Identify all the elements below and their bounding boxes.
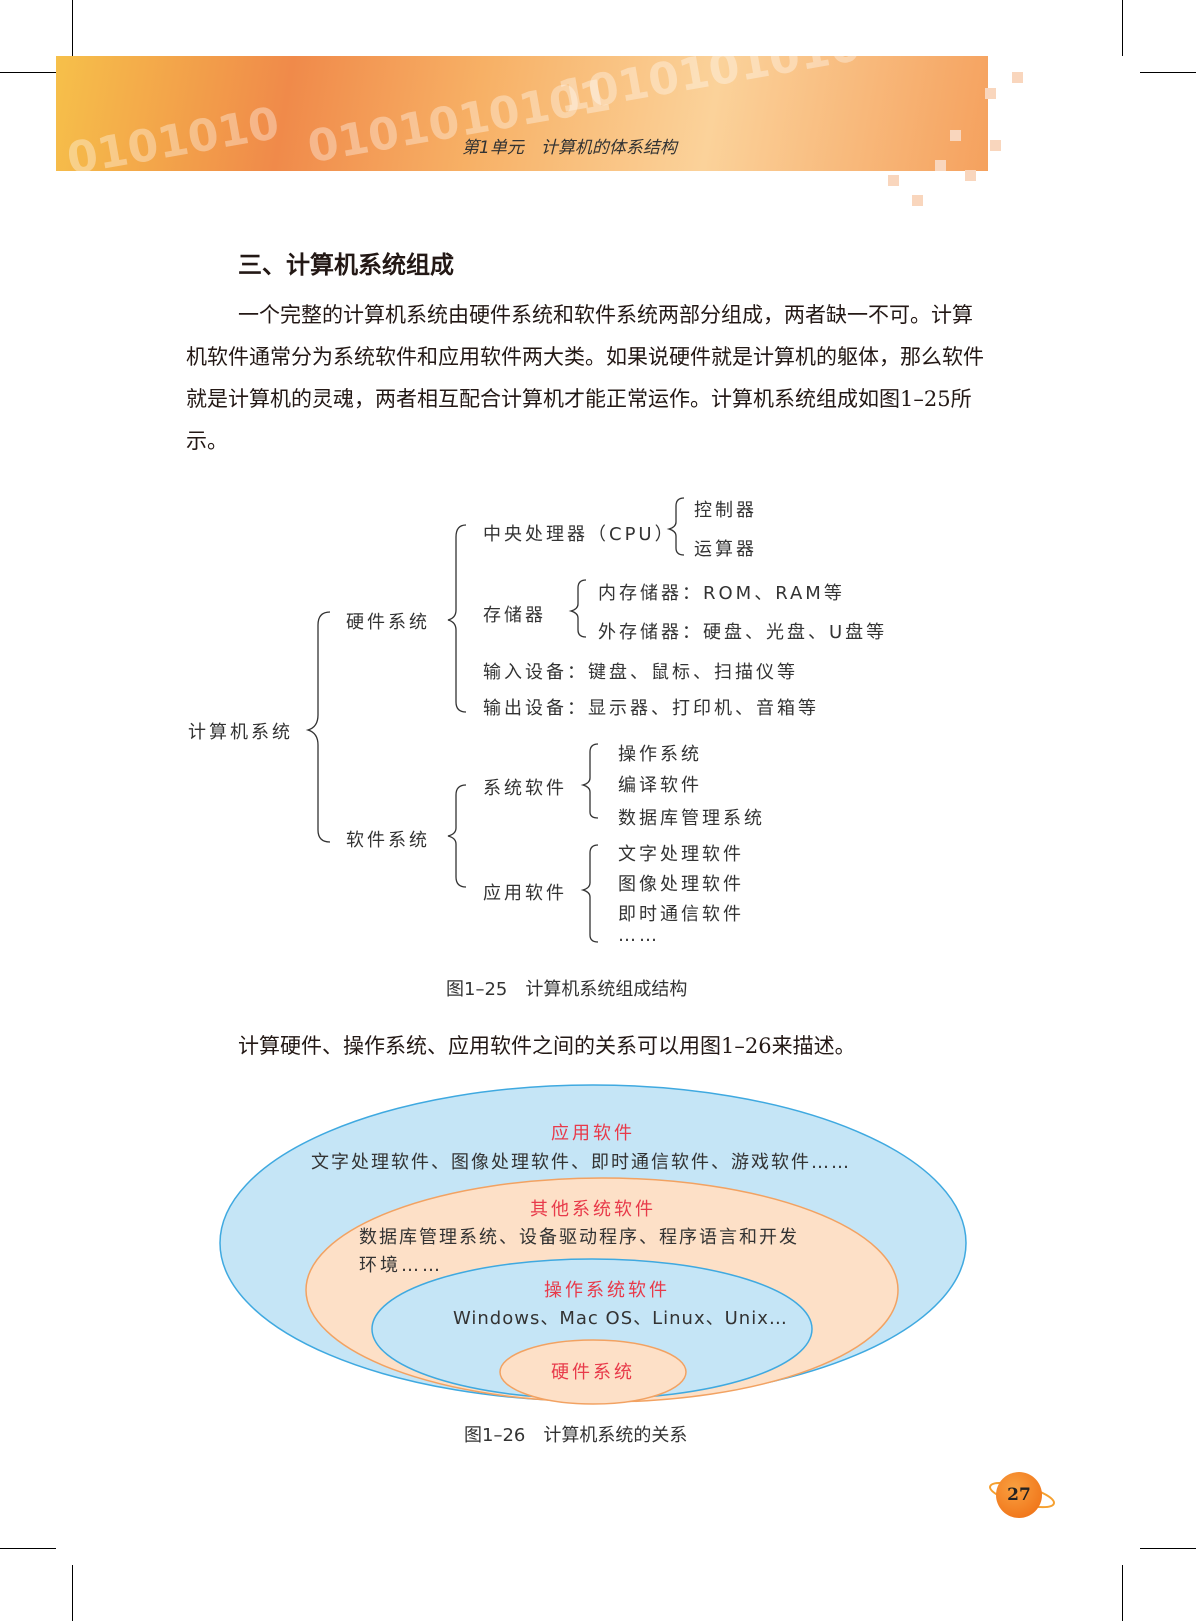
tree-os: 操作系统 — [618, 744, 702, 765]
tree-compiler: 编译软件 — [618, 775, 702, 796]
tree-word: 文字处理软件 — [618, 844, 744, 865]
layer-os-title: 操作系统软件 — [544, 1280, 670, 1301]
body-paragraph: 一个完整的计算机系统由硬件系统和软件系统两部分组成，两者缺一不可。计算机软件通常… — [186, 303, 984, 453]
tree-system-sw: 系统软件 — [483, 778, 567, 799]
layer-app-title: 应用软件 — [551, 1123, 635, 1144]
tree-internal: 内存储器：ROM、RAM等 — [598, 583, 845, 604]
tree-image: 图像处理软件 — [618, 874, 744, 895]
tree-app-sw: 应用软件 — [483, 883, 567, 904]
tree-dbms: 数据库管理系统 — [618, 808, 765, 829]
tree-input: 输入设备：键盘、鼠标、扫描仪等 — [483, 662, 798, 683]
layer-other-desc-cont: 环境…… — [359, 1255, 443, 1276]
tree-software: 软件系统 — [346, 830, 430, 851]
tree-output: 输出设备：显示器、打印机、音箱等 — [483, 698, 819, 719]
tree-cpu: 中央处理器（CPU） — [483, 524, 676, 545]
layer-app-desc: 文字处理软件、图像处理软件、即时通信软件、游戏软件…… — [311, 1152, 851, 1173]
tree-alu: 运算器 — [694, 539, 757, 560]
layer-other-title: 其他系统软件 — [530, 1199, 656, 1220]
figure-caption-1-26: 图1–26 计算机系统的关系 — [464, 1425, 688, 1446]
tree-external: 外存储器：硬盘、光盘、U盘等 — [598, 622, 888, 643]
header-banner: 0101010 0101010101 1010101010 — [56, 56, 988, 171]
tree-hardware: 硬件系统 — [346, 612, 430, 633]
tree-controller: 控制器 — [694, 500, 757, 521]
layer-os-desc: Windows、Mac OS、Linux、Unix… — [453, 1308, 788, 1329]
layer-other-desc: 数据库管理系统、设备驱动程序、程序语言和开发 — [359, 1227, 799, 1248]
ellipse-hardware — [499, 1339, 687, 1405]
page-number: 27 — [996, 1472, 1042, 1518]
layer-hw-title: 硬件系统 — [551, 1362, 635, 1383]
figure-caption-1-25: 图1–25 计算机系统组成结构 — [446, 979, 688, 1000]
section-title: 三、计算机系统组成 — [238, 251, 454, 279]
unit-title: 第1单元 计算机的体系结构 — [462, 138, 677, 158]
tree-im: 即时通信软件 — [618, 904, 744, 925]
body-lead: 计算硬件、操作系统、应用软件之间的关系可以用图1–26来描述。 — [238, 1034, 856, 1058]
tree-storage: 存储器 — [483, 605, 546, 626]
tree-root: 计算机系统 — [188, 722, 293, 743]
tree-more: …… — [618, 925, 660, 946]
